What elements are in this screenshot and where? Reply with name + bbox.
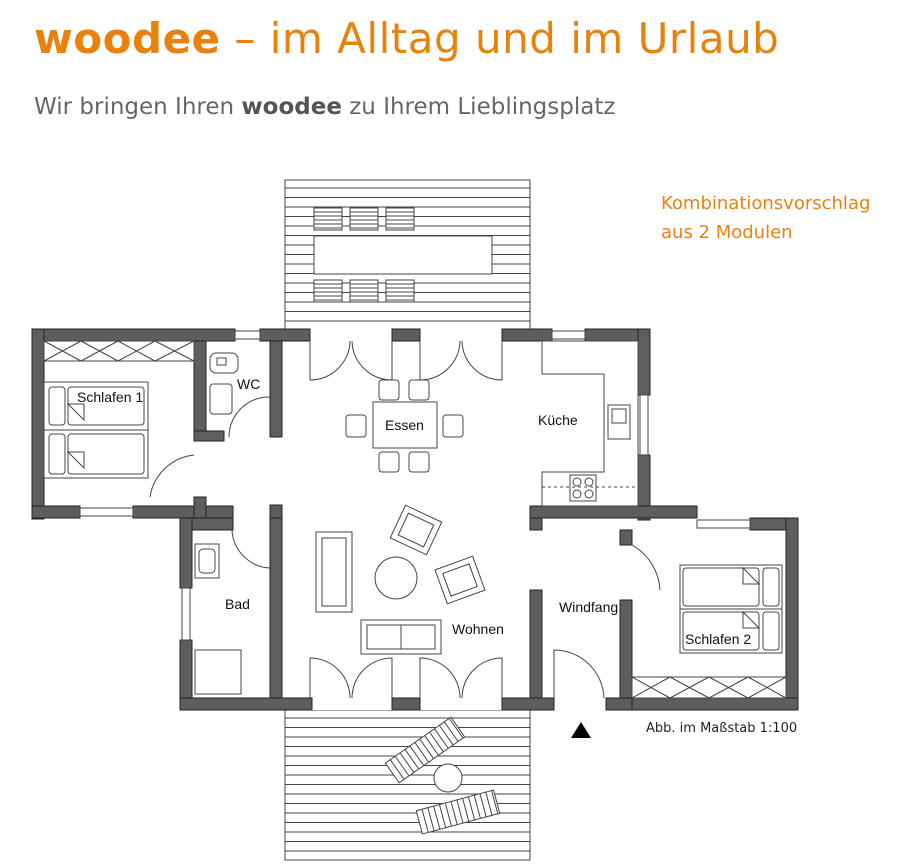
scale-label: Abb. im Maßstab 1:100: [646, 721, 798, 736]
subtitle-post: zu Ihrem Lieblingsplatz: [341, 94, 616, 120]
furniture: [43, 340, 787, 738]
label-essen: Essen: [385, 417, 424, 433]
terrace-chair: [313, 207, 343, 231]
terrace-chair: [349, 207, 379, 231]
doors: [149, 340, 661, 699]
label-wc: WC: [237, 376, 260, 392]
terrace-chair: [349, 279, 379, 303]
windows: [79, 330, 751, 641]
walls: [31, 328, 799, 711]
entrance-arrow-icon: [571, 722, 591, 738]
note-line-1: Kombinationsvorschlag: [661, 193, 871, 214]
page-subtitle: Wir bringen Ihren woodee zu Ihrem Liebli…: [34, 94, 615, 120]
bottom-terrace: [284, 709, 531, 861]
title-rest: – im Alltag und im Urlaub: [220, 14, 780, 63]
sun-lounger: [415, 789, 501, 835]
label-schlafen-2: Schlafen 2: [685, 631, 751, 647]
top-terrace: [284, 179, 531, 331]
terrace-chair: [385, 279, 415, 303]
label-wohnen: Wohnen: [452, 621, 504, 637]
label-bad: Bad: [225, 596, 250, 612]
title-brand: woodee: [34, 14, 221, 63]
side-table: [433, 763, 463, 793]
subtitle-pre: Wir bringen Ihren: [34, 94, 242, 120]
room-labels: Schlafen 1 WC Essen Küche Bad Wohnen Win…: [77, 376, 751, 647]
page-title: woodee – im Alltag und im Urlaub: [34, 14, 779, 63]
terrace-chair: [385, 207, 415, 231]
terrace-chair: [313, 279, 343, 303]
subtitle-brand: woodee: [241, 94, 342, 120]
combination-note: Kombinationsvorschlag aus 2 Modulen: [661, 189, 870, 247]
label-schlafen-1: Schlafen 1: [77, 389, 143, 405]
terrace-table: [313, 235, 493, 275]
label-kueche: Küche: [538, 412, 578, 428]
sun-lounger: [384, 716, 466, 784]
label-windfang: Windfang: [559, 599, 618, 615]
note-line-2: aus 2 Modulen: [661, 222, 793, 243]
